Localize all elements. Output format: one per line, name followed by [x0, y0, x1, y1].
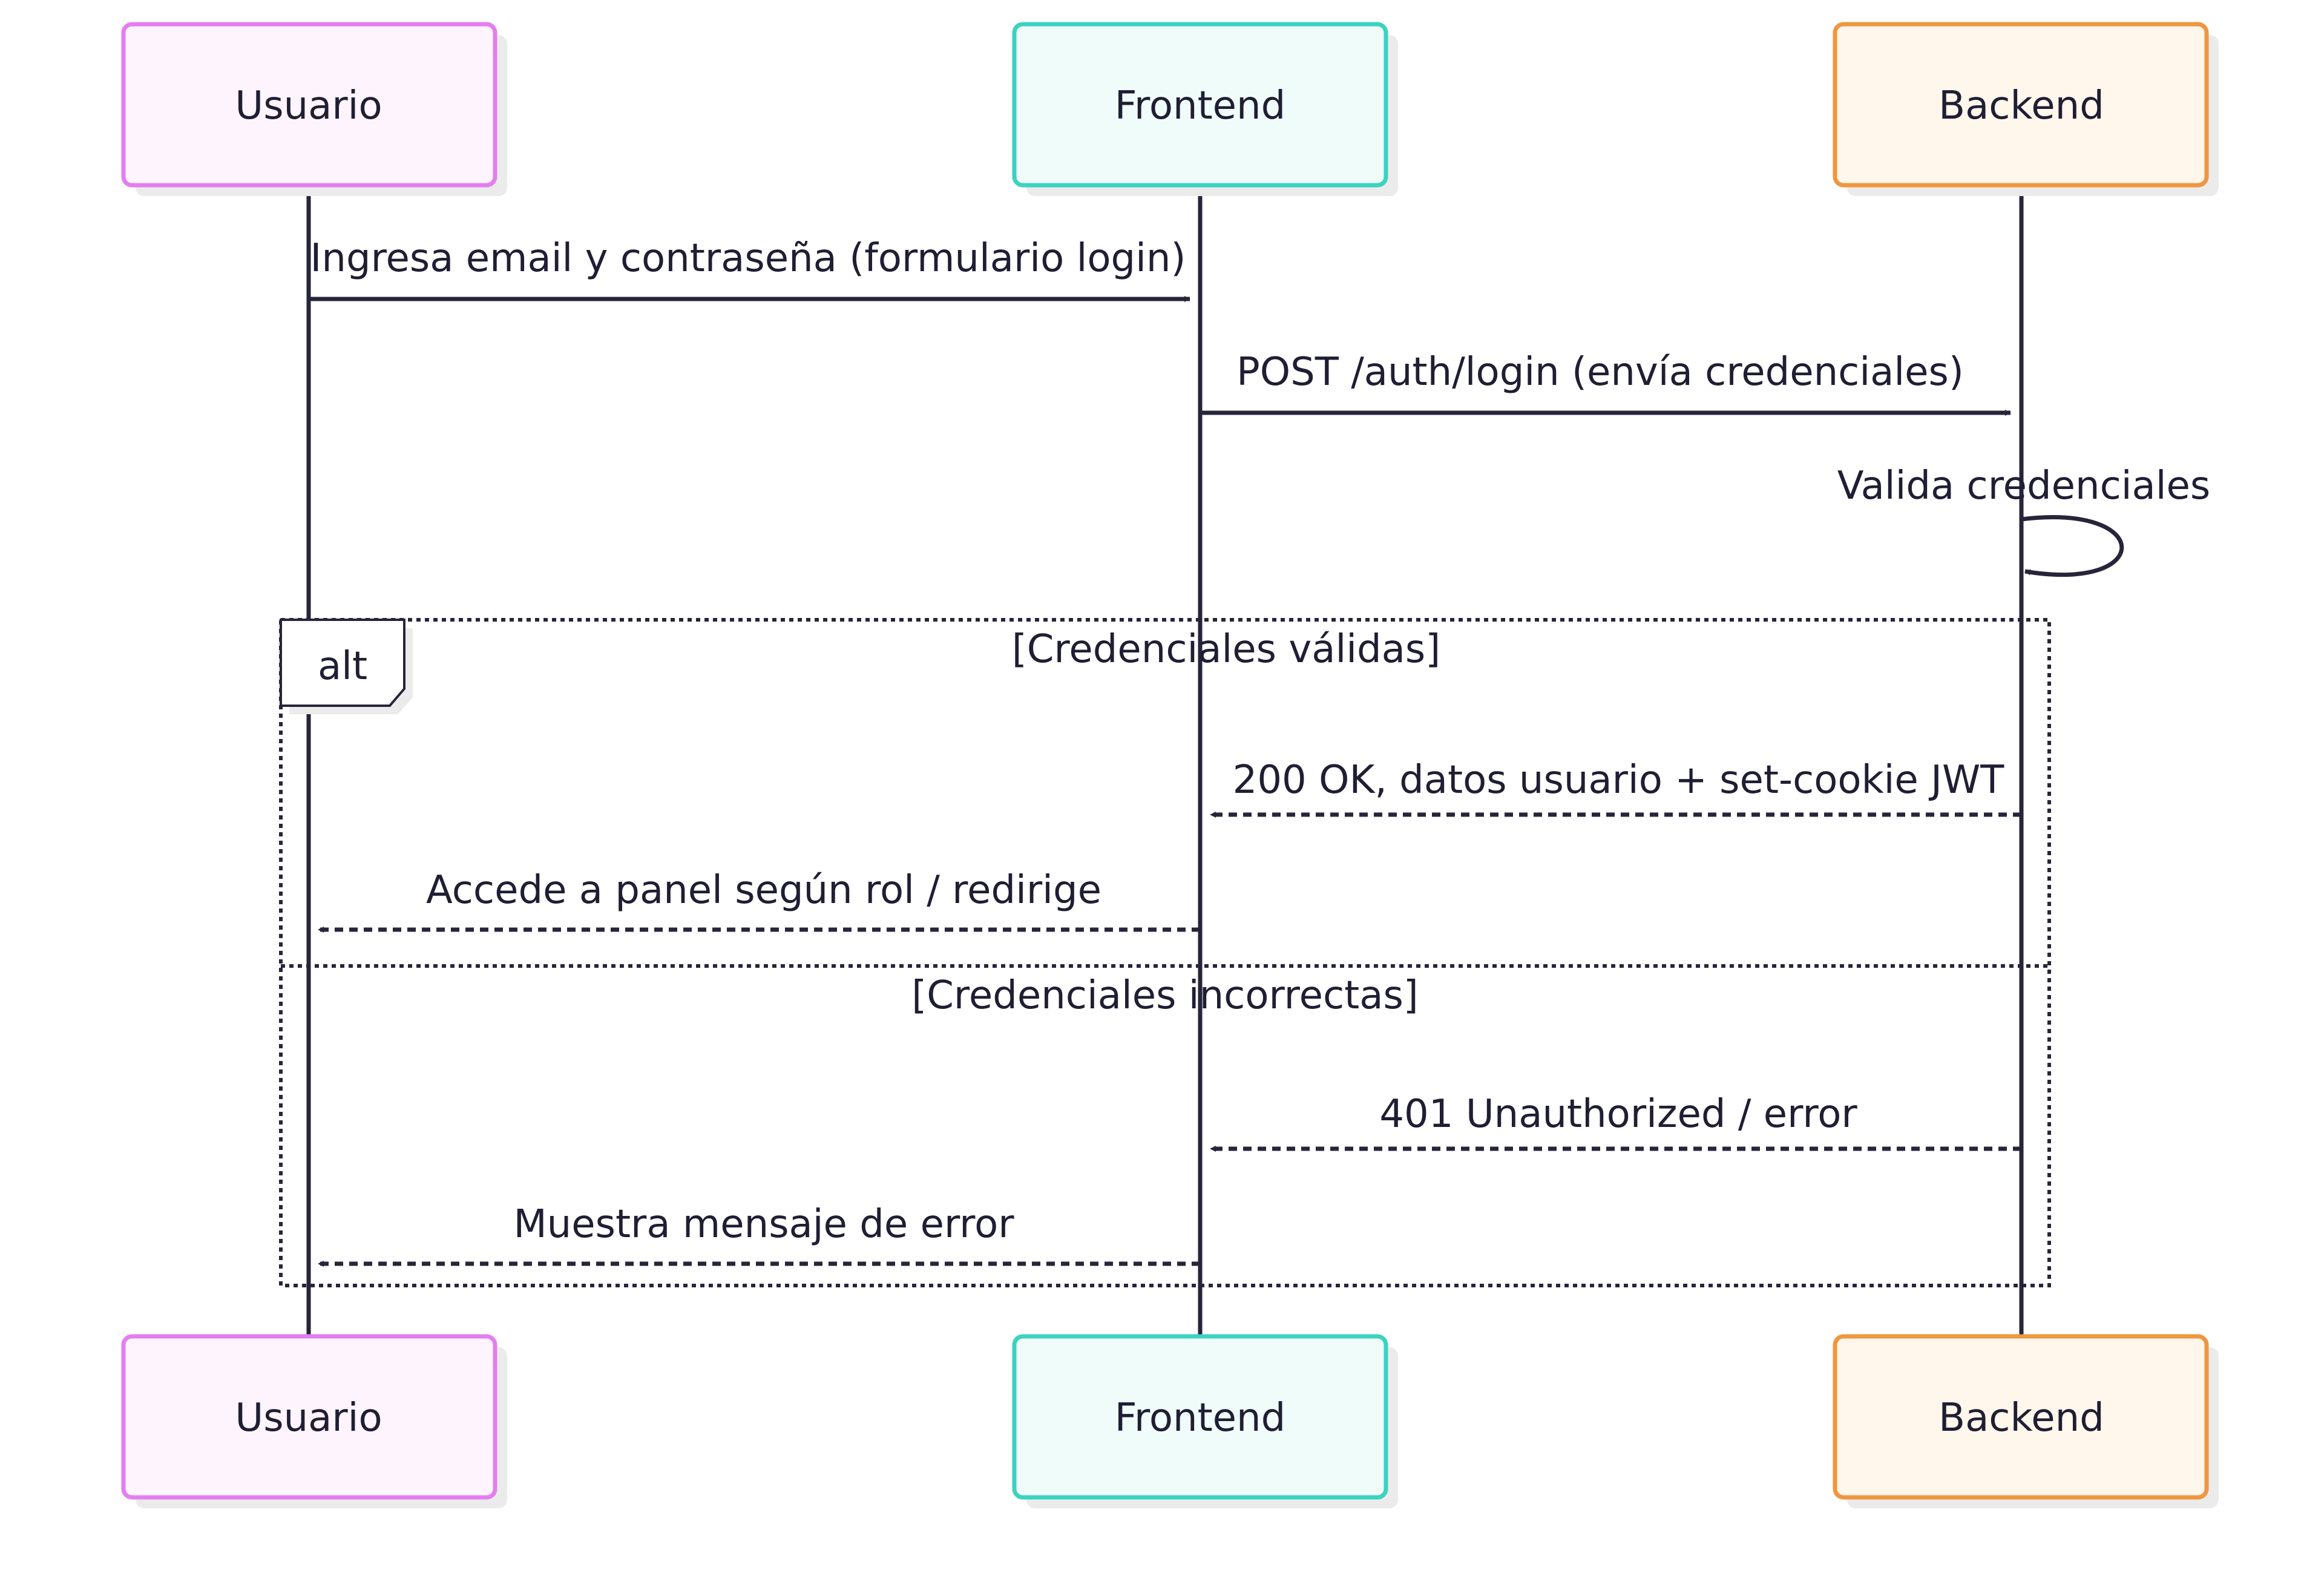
actor-usuario-label-bottom: Usuario	[235, 1396, 382, 1440]
actor-frontend-bottom: Frontend	[1012, 1334, 1398, 1508]
message-validate-arrow	[2021, 515, 2124, 577]
actor-backend-label: Backend	[1938, 84, 2104, 128]
alt-condition-invalid: [Credenciales incorrectas]	[911, 973, 1419, 1018]
message-access-panel: Accede a panel según rol / redirige	[318, 868, 1200, 933]
message-200-ok: 200 OK, datos usuario + set-cookie JWT	[1210, 758, 2021, 818]
message-show-error: Muestra mensaje de error	[318, 1202, 1200, 1267]
message-401: 401 Unauthorized / error	[1210, 1092, 2021, 1152]
alt-fragment-tag	[280, 619, 405, 707]
message-401-label: 401 Unauthorized / error	[1379, 1092, 1857, 1137]
actor-frontend-top: Frontend	[1012, 22, 1398, 196]
message-validate: Valida credenciales	[1837, 464, 2211, 577]
message-validate-label: Valida credenciales	[1837, 464, 2211, 508]
actor-backend-bottom: Backend	[1833, 1334, 2219, 1508]
message-post-login-label: POST /auth/login (envía credenciales)	[1236, 350, 1964, 395]
alt-fragment: alt [Credenciales válidas] [Credenciales…	[279, 618, 2051, 1287]
actor-usuario-top: Usuario	[121, 22, 507, 196]
actor-frontend-label: Frontend	[1115, 84, 1285, 128]
message-show-error-label: Muestra mensaje de error	[513, 1202, 1014, 1247]
actor-backend-top: Backend	[1833, 22, 2219, 196]
alt-fragment-label: alt	[318, 644, 367, 689]
actor-usuario-label: Usuario	[235, 84, 382, 128]
actor-backend-label-bottom: Backend	[1938, 1396, 2104, 1440]
message-200-ok-label: 200 OK, datos usuario + set-cookie JWT	[1233, 758, 2005, 803]
actor-frontend-label-bottom: Frontend	[1115, 1396, 1285, 1440]
message-login-form-label: Ingresa email y contraseña (formulario l…	[310, 236, 1186, 281]
message-post-login: POST /auth/login (envía credenciales)	[1200, 350, 2011, 416]
message-login-form: Ingresa email y contraseña (formulario l…	[309, 236, 1190, 302]
alt-fragment-box	[279, 618, 2051, 1287]
actor-usuario-bottom: Usuario	[121, 1334, 507, 1508]
message-access-panel-label: Accede a panel según rol / redirige	[426, 868, 1101, 913]
alt-condition-valid: [Credenciales válidas]	[1012, 627, 1440, 672]
